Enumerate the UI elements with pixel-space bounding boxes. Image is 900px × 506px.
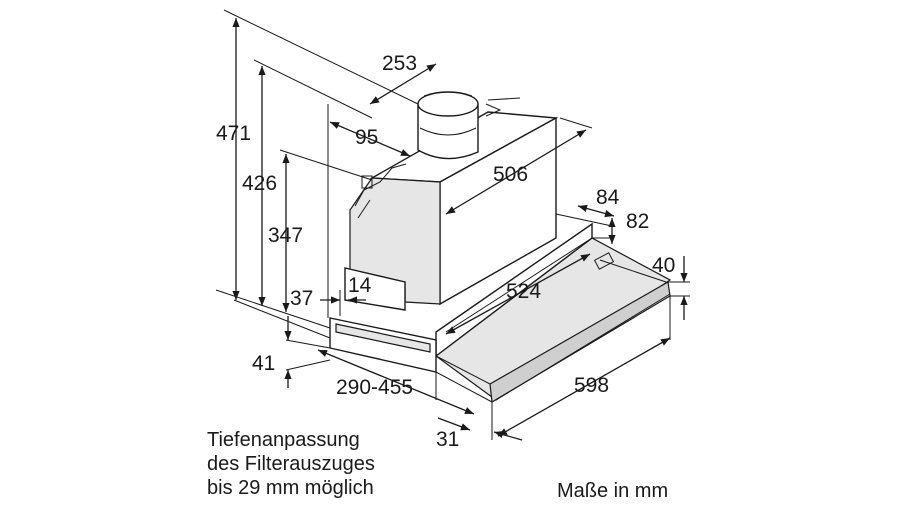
dim-82: 82 — [626, 210, 649, 233]
dim-84: 84 — [596, 186, 620, 209]
dim-598: 598 — [574, 374, 609, 397]
filter-note-line-1: Tiefenanpassung — [207, 429, 360, 451]
dim-426: 426 — [242, 172, 277, 195]
filter-note-line-2: des Filterauszuges — [207, 453, 375, 475]
units-note: Maße in mm — [557, 480, 669, 502]
dim-14: 14 — [348, 274, 372, 297]
dim-290-455: 290-455 — [336, 376, 413, 399]
filter-note-line-3: bis 29 mm möglich — [207, 477, 374, 499]
dim-524: 524 — [506, 280, 541, 303]
dim-347: 347 — [268, 224, 303, 247]
dim-95: 95 — [355, 126, 378, 149]
dim-253: 253 — [382, 52, 417, 75]
dim-471: 471 — [216, 122, 251, 145]
filter-adjustment-note: Tiefenanpassung des Filterauszuges bis 2… — [207, 428, 427, 500]
hood-body — [329, 91, 672, 403]
dim-31: 31 — [436, 428, 459, 451]
dim-40: 40 — [652, 254, 675, 277]
dim-37: 37 — [290, 287, 313, 310]
dim-506: 506 — [493, 163, 528, 186]
dimension-lines — [232, 18, 688, 441]
dimension-labels: 253 471 426 347 95 506 84 82 40 14 37 52… — [216, 52, 675, 451]
dim-41: 41 — [252, 352, 275, 375]
